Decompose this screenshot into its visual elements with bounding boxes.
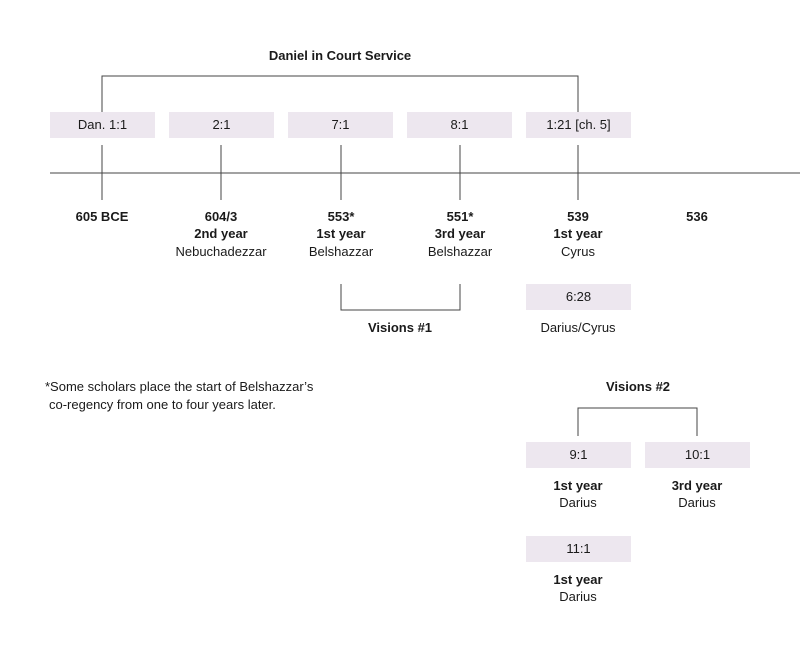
ref-box-1-21: 1:21 [ch. 5] bbox=[526, 112, 631, 138]
visions1-bracket bbox=[340, 284, 461, 311]
ref-box-10-1: 10:1 bbox=[645, 442, 750, 468]
diagram-title: Daniel in Court Service bbox=[268, 48, 412, 63]
entry-king: Darius bbox=[559, 589, 597, 604]
entry-reign: 1st year bbox=[553, 572, 603, 587]
entry-king: Darius bbox=[559, 495, 597, 510]
entry-reign: 1st year bbox=[553, 478, 603, 493]
visions1-label: Visions #1 bbox=[367, 320, 433, 335]
date-reign: 3rd year bbox=[434, 226, 486, 241]
entry-king: Darius bbox=[678, 495, 716, 510]
visions2-bracket bbox=[577, 407, 698, 436]
ref-box-2-1: 2:1 bbox=[169, 112, 274, 138]
date-reign: 1st year bbox=[316, 226, 366, 241]
date-king: Belshazzar bbox=[308, 244, 374, 259]
date-year: 536 bbox=[686, 209, 708, 224]
date-year: 605 BCE bbox=[75, 209, 129, 224]
entry-reign: 3rd year bbox=[671, 478, 723, 493]
ref-628-king: Darius/Cyrus bbox=[540, 320, 616, 335]
ref-box-7-1: 7:1 bbox=[288, 112, 393, 138]
date-king: Cyrus bbox=[561, 244, 595, 259]
ref-box-9-1: 9:1 bbox=[526, 442, 631, 468]
date-king: Belshazzar bbox=[427, 244, 493, 259]
visions2-label: Visions #2 bbox=[605, 379, 671, 394]
court-service-bracket bbox=[101, 75, 579, 112]
date-year: 553* bbox=[327, 209, 355, 224]
date-reign: 2nd year bbox=[194, 226, 248, 241]
date-year: 539 bbox=[567, 209, 589, 224]
date-year: 551* bbox=[446, 209, 474, 224]
footnote-line: co-regency from one to four years later. bbox=[49, 397, 276, 412]
ref-box-8-1: 8:1 bbox=[407, 112, 512, 138]
date-king: Nebuchadezzar bbox=[175, 244, 267, 259]
ref-box-11-1: 11:1 bbox=[526, 536, 631, 562]
ref-box-6-28: 6:28 bbox=[526, 284, 631, 310]
footnote-line: *Some scholars place the start of Belsha… bbox=[45, 379, 314, 394]
ref-box-dan-1-1: Dan. 1:1 bbox=[50, 112, 155, 138]
date-year: 604/3 bbox=[204, 209, 238, 224]
date-reign: 1st year bbox=[553, 226, 603, 241]
footnote: *Some scholars place the start of Belsha… bbox=[45, 378, 313, 414]
